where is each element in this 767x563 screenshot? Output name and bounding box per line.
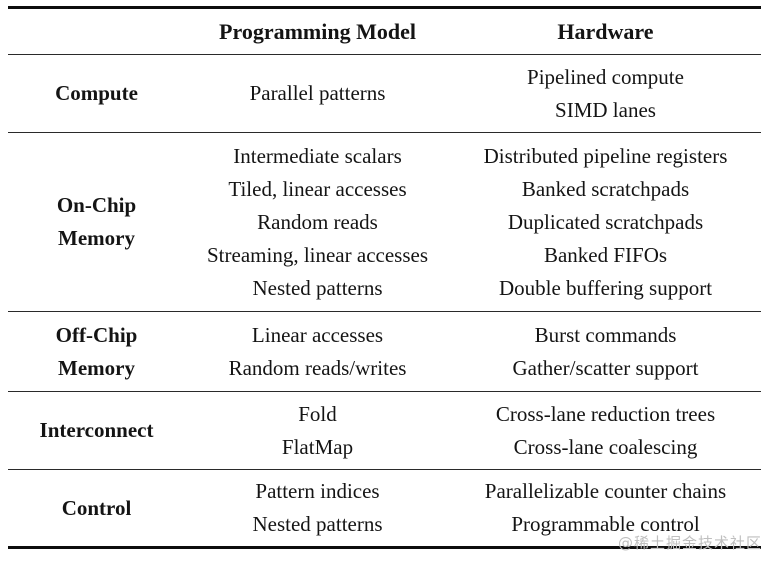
cell-line: FlatMap xyxy=(281,434,354,459)
cell-line: Cross-lane reduction trees xyxy=(495,401,716,426)
cell-line: Nested patterns xyxy=(252,275,383,300)
row-label-line: Off-Chip xyxy=(55,322,138,347)
cell-line: SIMD lanes xyxy=(555,97,656,122)
cell-line: Random reads xyxy=(257,209,378,234)
row-label-line: On-Chip xyxy=(56,193,137,217)
table-row-interconnect: Interconnect Fold FlatMap Cross-lane red… xyxy=(8,392,761,470)
cell-line: Streaming, linear accesses xyxy=(207,242,428,267)
compute-programming-model-cell: Parallel patterns xyxy=(185,55,450,132)
row-label-line: Interconnect xyxy=(39,418,154,442)
header-programming-model: Programming Model xyxy=(185,9,450,54)
cell-line: Banked FIFOs xyxy=(543,242,668,267)
control-programming-model-cell: Pattern indices Nested patterns xyxy=(185,470,450,546)
interconnect-hardware-cell: Cross-lane reduction trees Cross-lane co… xyxy=(450,392,761,469)
cell-line: Parallel patterns xyxy=(249,81,386,105)
table: Programming Model Hardware Compute Paral… xyxy=(8,6,761,549)
row-label-line: Memory xyxy=(58,355,135,380)
header-hardware: Hardware xyxy=(450,9,761,54)
cell-line: Fold xyxy=(298,401,337,426)
cell-line: Pipelined compute xyxy=(527,64,684,89)
on-chip-hardware-cell: Distributed pipeline registers Banked sc… xyxy=(450,133,761,311)
cell-line: Double buffering support xyxy=(498,275,713,300)
cell-line: Programmable control xyxy=(511,512,700,536)
cell-line: Gather/scatter support xyxy=(512,355,699,380)
cell-line: Banked scratchpads xyxy=(521,176,690,201)
cell-line: Pattern indices xyxy=(255,479,380,503)
off-chip-programming-model-cell: Linear accesses Random reads/writes xyxy=(185,312,450,391)
row-label-interconnect: Interconnect xyxy=(8,392,185,469)
on-chip-programming-model-cell: Intermediate scalars Tiled, linear acces… xyxy=(185,133,450,311)
cell-line: Random reads/writes xyxy=(228,355,407,380)
cell-line: Parallelizable counter chains xyxy=(484,479,727,503)
header-label: Hardware xyxy=(557,18,654,44)
cell-line: Distributed pipeline registers xyxy=(483,143,728,168)
row-label-compute: Compute xyxy=(8,55,185,132)
row-label-off-chip-memory: Off-Chip Memory xyxy=(8,312,185,391)
row-label-line: Compute xyxy=(55,81,138,105)
table-row-compute: Compute Parallel patterns Pipelined comp… xyxy=(8,55,761,133)
header-empty-cell xyxy=(8,9,185,54)
table-row-off-chip-memory: Off-Chip Memory Linear accesses Random r… xyxy=(8,312,761,392)
cell-line: Burst commands xyxy=(534,322,677,347)
table-header-row: Programming Model Hardware xyxy=(8,6,761,55)
cell-line: Cross-lane coalescing xyxy=(513,434,698,459)
cell-line: Duplicated scratchpads xyxy=(507,209,704,234)
cell-line: Nested patterns xyxy=(252,512,383,536)
table-row-control: Control Pattern indices Nested patterns … xyxy=(8,470,761,549)
compute-hardware-cell: Pipelined compute SIMD lanes xyxy=(450,55,761,132)
cell-line: Intermediate scalars xyxy=(233,143,402,168)
table-row-on-chip-memory: On-Chip Memory Intermediate scalars Tile… xyxy=(8,133,761,312)
row-label-line: Control xyxy=(61,495,132,520)
interconnect-programming-model-cell: Fold FlatMap xyxy=(185,392,450,469)
header-label: Programming Model xyxy=(219,18,416,44)
cell-line: Tiled, linear accesses xyxy=(228,176,407,201)
control-hardware-cell: Parallelizable counter chains Programmab… xyxy=(450,470,761,546)
cell-line: Linear accesses xyxy=(251,322,384,347)
row-label-line: Memory xyxy=(58,226,135,250)
row-label-on-chip-memory: On-Chip Memory xyxy=(8,133,185,311)
row-label-control: Control xyxy=(8,470,185,546)
off-chip-hardware-cell: Burst commands Gather/scatter support xyxy=(450,312,761,391)
